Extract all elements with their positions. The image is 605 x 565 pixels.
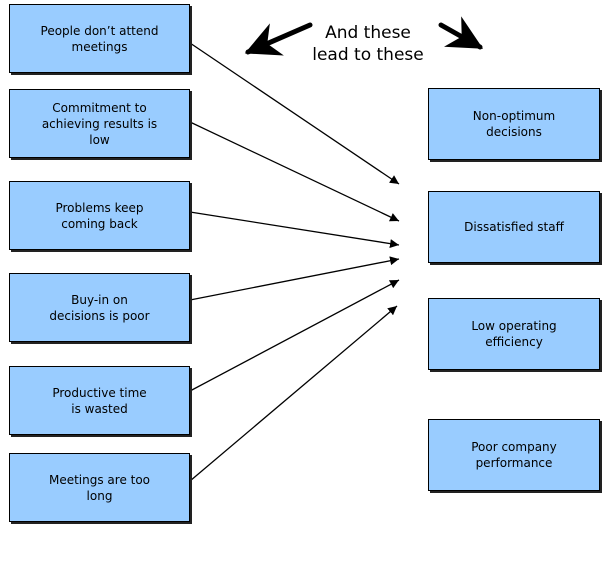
cause-box-3: Problems keep coming back: [9, 181, 190, 250]
cause-box-1: People don’t attend meetings: [9, 4, 190, 73]
arrow-from-cause-1: [189, 42, 400, 185]
effect-box-3: Low operating efficiency: [428, 298, 600, 370]
effect-label: Low operating efficiency: [471, 319, 557, 349]
effect-box-1: Non-optimum decisions: [428, 88, 600, 160]
cause-label: Commitment to achieving results is low: [41, 100, 158, 147]
effect-label: Poor company performance: [471, 440, 557, 470]
bold-arrow-left: [244, 22, 313, 56]
arrow-from-cause-6: [189, 305, 398, 482]
cause-box-4: Buy-in on decisions is poor: [9, 273, 190, 342]
effect-box-2: Dissatisfied staff: [428, 191, 600, 263]
bold-arrow-right: [438, 16, 484, 50]
arrow-from-cause-4: [189, 256, 400, 301]
cause-box-2: Commitment to achieving results is low: [9, 89, 190, 158]
cause-box-6: Meetings are too long: [9, 453, 190, 522]
cause-label: Meetings are too long: [48, 472, 151, 503]
diagram-caption: And these lead to these: [312, 23, 424, 65]
cause-box-5: Productive time is wasted: [9, 366, 190, 435]
cause-label: Buy-in on decisions is poor: [49, 292, 150, 323]
arrow-from-cause-5: [189, 279, 400, 392]
cause-label: People don’t attend meetings: [40, 23, 159, 54]
effect-box-4: Poor company performance: [428, 419, 600, 491]
cause-label: Problems keep coming back: [55, 200, 144, 231]
cause-label: Productive time is wasted: [52, 385, 147, 416]
effect-label: Dissatisfied staff: [464, 220, 564, 234]
arrow-from-cause-2: [189, 121, 400, 222]
arrow-from-cause-3: [189, 211, 400, 249]
effect-label: Non-optimum decisions: [472, 109, 556, 139]
